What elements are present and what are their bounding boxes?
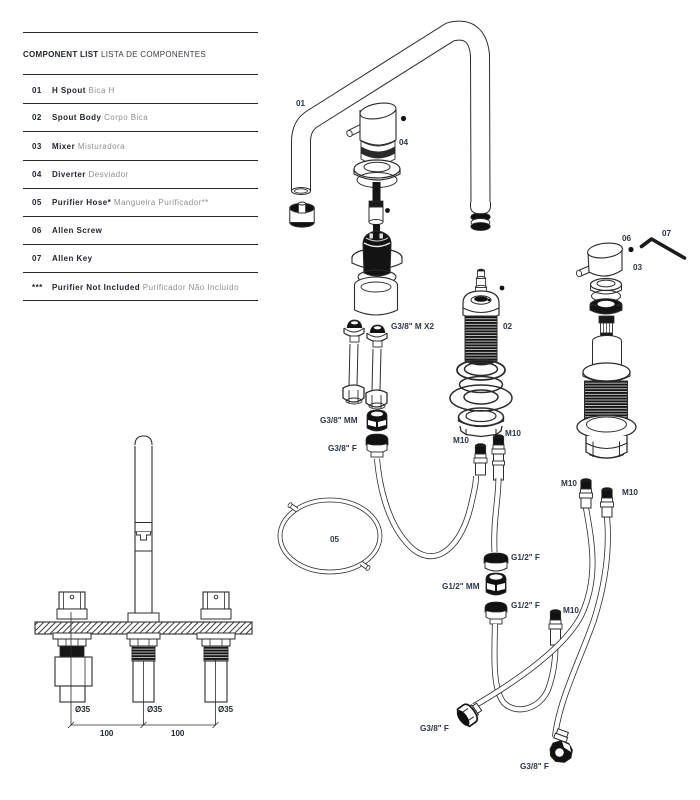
svg-text:Ø35: Ø35 xyxy=(75,705,91,714)
svg-text:G1/2" F: G1/2" F xyxy=(511,601,540,610)
svg-text:G1/2" MM: G1/2" MM xyxy=(442,582,480,591)
svg-text:04: 04 xyxy=(399,138,409,147)
svg-text:M10: M10 xyxy=(622,488,638,497)
svg-text:M10: M10 xyxy=(453,436,469,445)
svg-text:02: 02 xyxy=(503,322,513,331)
svg-text:M10: M10 xyxy=(561,479,577,488)
svg-text:06: 06 xyxy=(622,234,632,243)
svg-text:100: 100 xyxy=(171,729,185,738)
svg-text:G3/8" F: G3/8" F xyxy=(520,762,549,771)
svg-text:G1/2" F: G1/2" F xyxy=(511,553,540,562)
svg-text:01: 01 xyxy=(296,99,306,108)
svg-text:Ø35: Ø35 xyxy=(147,705,163,714)
svg-text:M10: M10 xyxy=(505,429,521,438)
svg-text:100: 100 xyxy=(100,729,114,738)
svg-text:G3/8" F: G3/8" F xyxy=(420,724,449,733)
svg-text:M10: M10 xyxy=(563,606,579,615)
svg-text:G3/8" MM: G3/8" MM xyxy=(320,416,358,425)
svg-text:Ø35: Ø35 xyxy=(218,705,234,714)
svg-text:03: 03 xyxy=(633,263,643,272)
svg-text:05: 05 xyxy=(330,535,340,544)
svg-text:G3/8" F: G3/8" F xyxy=(328,444,357,453)
svg-text:07: 07 xyxy=(662,229,672,238)
svg-text:G3/8" M X2: G3/8" M X2 xyxy=(391,322,434,331)
